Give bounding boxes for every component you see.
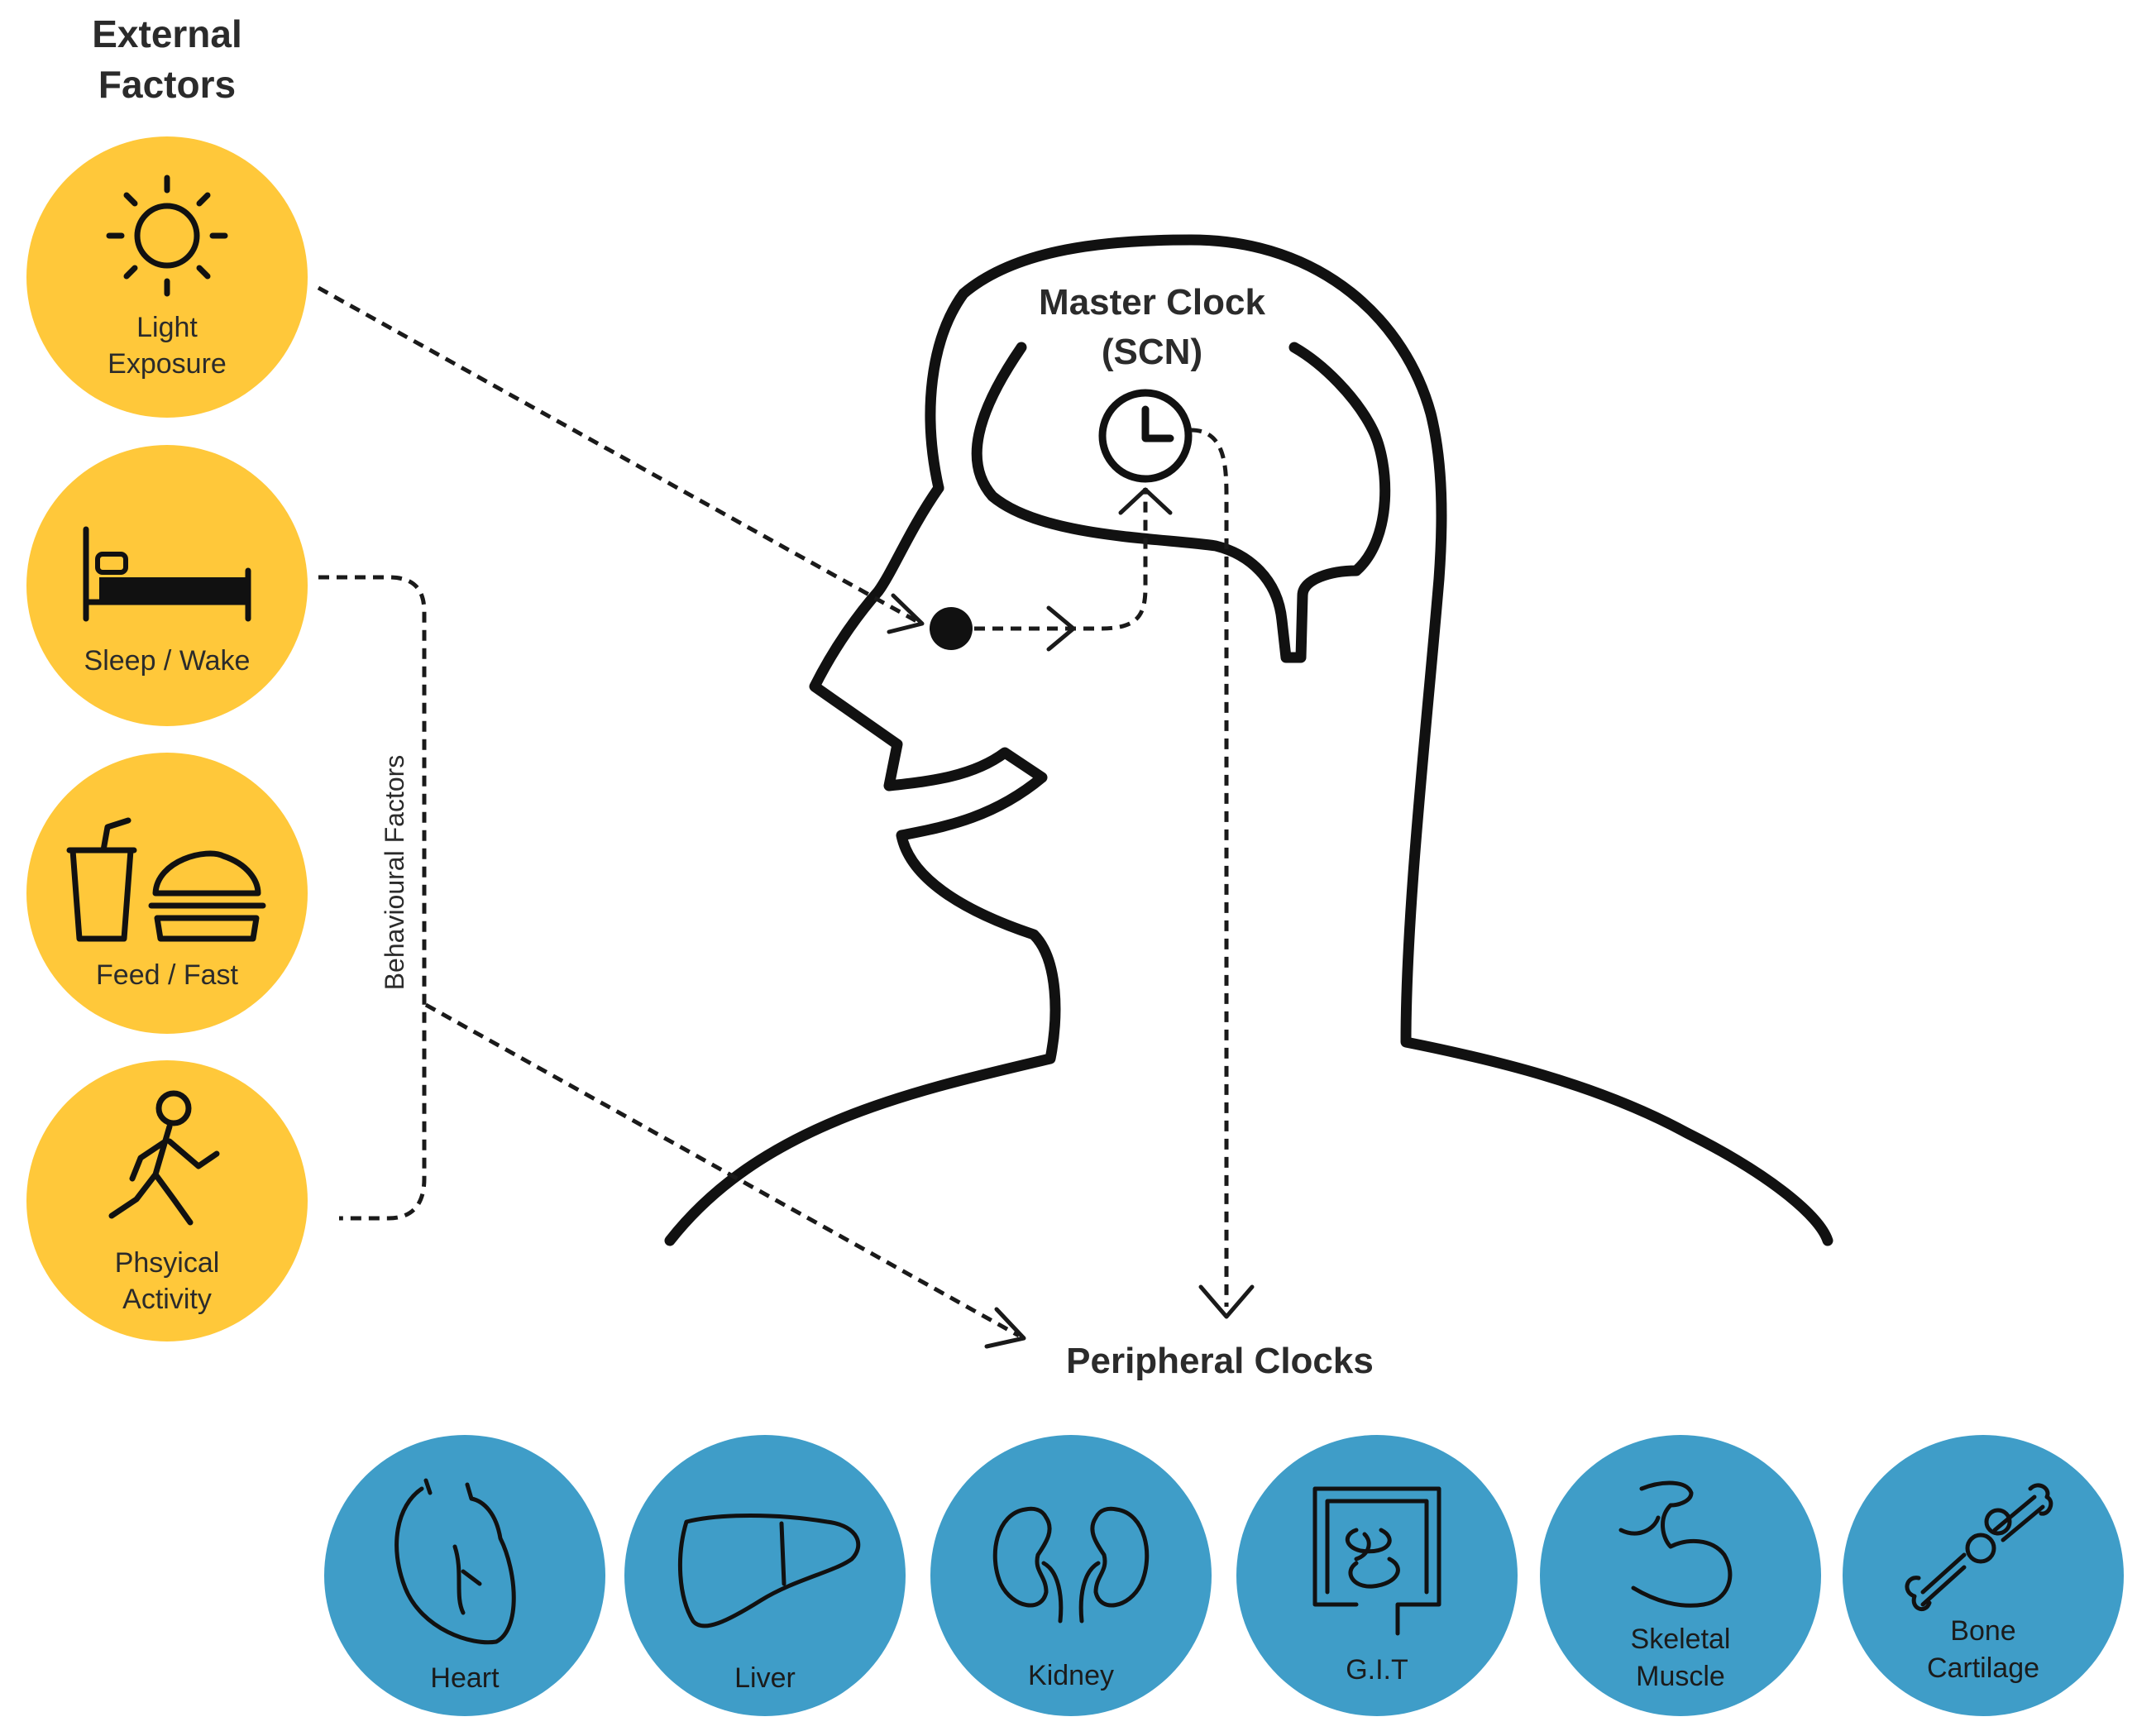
master-clock-label: Master Clock — [1039, 282, 1265, 323]
organ-label-line2: Muscle — [1636, 1661, 1725, 1692]
factor-label-line2: Activity — [122, 1284, 212, 1315]
organ-circle — [624, 1435, 906, 1716]
muscle-icon — [1618, 1480, 1733, 1608]
food-icon — [66, 817, 266, 942]
organ-kidney: Kidney — [930, 1435, 1212, 1716]
intestine-icon — [1312, 1486, 1441, 1636]
factor-physical-activity: Phsyical Activity — [26, 1060, 308, 1341]
master-clock-scn-label: (SCN) — [1102, 332, 1202, 372]
clock-icon — [1098, 389, 1193, 483]
factor-light-exposure: Light Exposure — [26, 136, 308, 418]
organ-label-line1: Skeletal — [1631, 1624, 1731, 1655]
eye-to-scn-arrow — [974, 487, 1173, 652]
eye-dot — [930, 607, 973, 650]
external-factors-title-line2: Factors — [98, 63, 236, 106]
scn-to-peripheral-arrow — [1190, 428, 1255, 1319]
organ-label-line1: Heart — [430, 1662, 500, 1694]
bone-icon — [1905, 1483, 2053, 1612]
factor-feed-fast: Feed / Fast — [26, 753, 308, 1034]
organ-label-line1: Bone — [1950, 1615, 2015, 1647]
behaviour-to-peripheral-arrow — [424, 1002, 1026, 1349]
external-factors-title-line1: External — [92, 12, 242, 55]
kidney-icon — [992, 1506, 1150, 1624]
behavioural-bracket — [318, 575, 427, 1221]
heart-icon — [394, 1478, 516, 1645]
liver-icon — [677, 1514, 861, 1628]
organ-skeletal-muscle: Skeletal Muscle — [1540, 1435, 1821, 1716]
organ-circle — [1843, 1435, 2124, 1716]
factor-circle — [26, 1060, 308, 1341]
organ-heart: Heart — [324, 1435, 605, 1716]
peripheral-clocks-title: Peripheral Clocks — [1066, 1341, 1374, 1381]
factor-label-line1: Feed / Fast — [96, 959, 239, 991]
organ-circle — [930, 1435, 1212, 1716]
organ-circle — [324, 1435, 605, 1716]
factor-label-line1: Phsyical — [115, 1247, 220, 1279]
organ-label-line2: Cartilage — [1927, 1652, 2039, 1684]
organ-label-line1: Kidney — [1028, 1660, 1114, 1691]
organ-bone-cartilage: Bone Cartilage — [1843, 1435, 2124, 1716]
head-silhouette — [664, 234, 1833, 1246]
organ-git: G.I.T — [1236, 1435, 1518, 1716]
factor-label-line1: Sleep / Wake — [84, 645, 251, 677]
organ-circle — [1236, 1435, 1518, 1716]
factor-label-line1: Light — [136, 312, 198, 343]
organ-label-line1: G.I.T — [1346, 1654, 1408, 1686]
behavioural-factors-label: Behavioural Factors — [380, 755, 409, 991]
bed-icon — [83, 526, 251, 622]
organ-liver: Liver — [624, 1435, 906, 1716]
factor-circle — [26, 136, 308, 418]
factor-sleep-wake: Sleep / Wake — [26, 445, 308, 726]
organ-label-line1: Liver — [734, 1662, 796, 1694]
light-to-eye-arrow — [317, 285, 925, 634]
sun-icon — [106, 175, 228, 297]
organ-circle — [1540, 1435, 1821, 1716]
walking-person-icon — [108, 1090, 220, 1226]
factor-label-line2: Exposure — [108, 348, 227, 380]
